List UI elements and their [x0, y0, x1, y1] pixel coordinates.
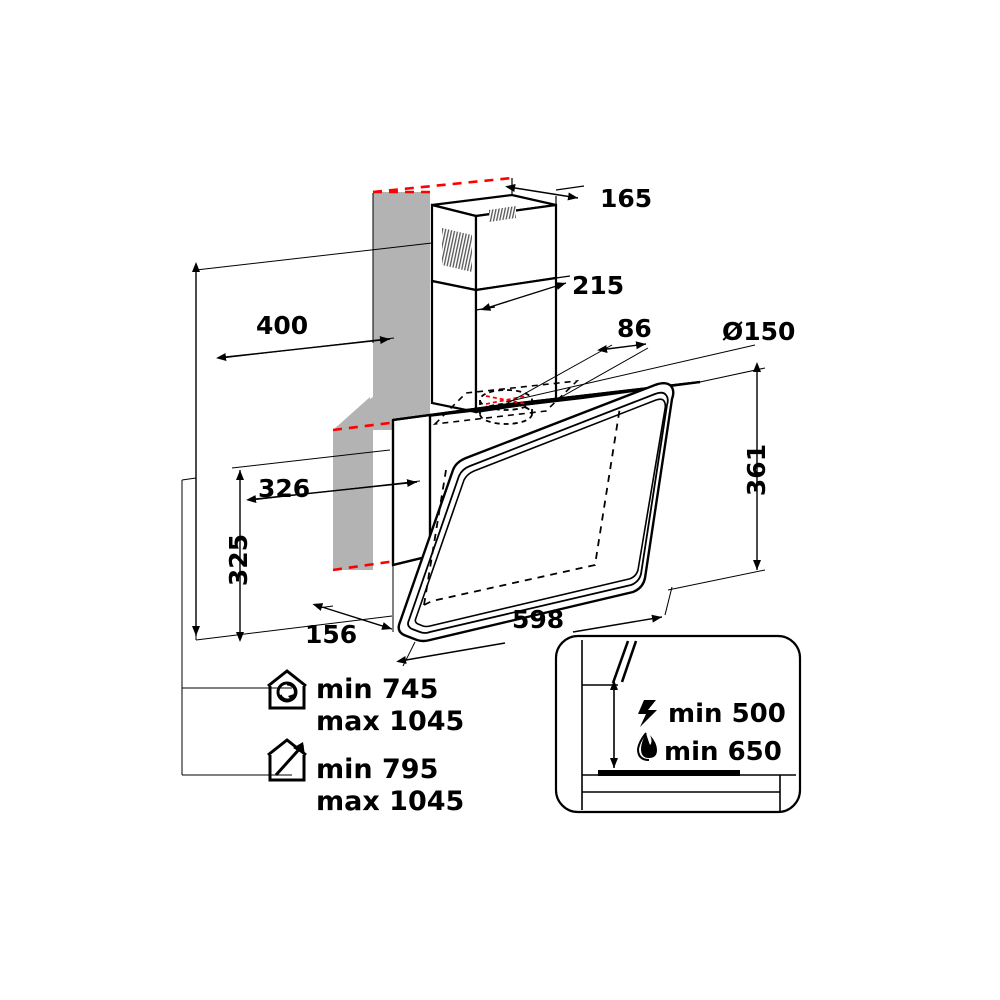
gas-flame-icon: [636, 732, 657, 761]
recirculation-hood-icon: [267, 669, 307, 710]
dimension-598: [396, 586, 673, 667]
duct-outlet-circle: [479, 389, 533, 425]
inset-row-1-label: min 650: [664, 737, 782, 767]
dimension-label-86: 86: [617, 314, 652, 343]
extraction-hood-icon: [267, 738, 307, 782]
grille-vent-icon: [442, 206, 516, 272]
electric-bolt-icon: [638, 700, 657, 727]
clearance-note-1-line-1: max 1045: [316, 786, 464, 817]
clearance-note-0-line-1: max 1045: [316, 706, 464, 737]
dimension-diameter-150: [505, 344, 756, 403]
dimension-label-215: 215: [572, 271, 624, 300]
dimension-361: [667, 362, 766, 591]
dimension-86: [505, 341, 649, 405]
dimension-326: [231, 449, 421, 503]
dimension-label-598: 598: [512, 605, 564, 634]
left-extension-lines: [181, 262, 393, 776]
dimension-165: [505, 178, 585, 205]
dimension-label-400: 400: [256, 311, 308, 340]
dimension-156: [312, 565, 394, 632]
dimension-label-diameter-150: Ø150: [722, 317, 795, 346]
duct-mount-hidden-outline: [432, 379, 580, 426]
hob-clearance-inset: min 500 min 650: [554, 634, 802, 814]
dimension-label-165: 165: [600, 184, 652, 213]
dimension-215: [475, 275, 571, 311]
inset-row-0-label: min 500: [668, 699, 786, 729]
hob-surface-bar: [598, 770, 740, 776]
dimension-label-326: 326: [258, 474, 310, 503]
chimney-cover: [430, 193, 558, 414]
dimension-label-156: 156: [305, 620, 357, 649]
dimension-400: [195, 193, 433, 361]
dimension-label-361: 361: [742, 444, 771, 496]
clearance-note-0-line-0: min 745: [316, 674, 438, 705]
clearance-note-1-line-0: min 795: [316, 754, 438, 785]
dimension-label-325: 325: [224, 534, 253, 586]
glass-panel-hidden-edges: [423, 406, 621, 606]
inclined-glass-panel: [397, 382, 675, 643]
